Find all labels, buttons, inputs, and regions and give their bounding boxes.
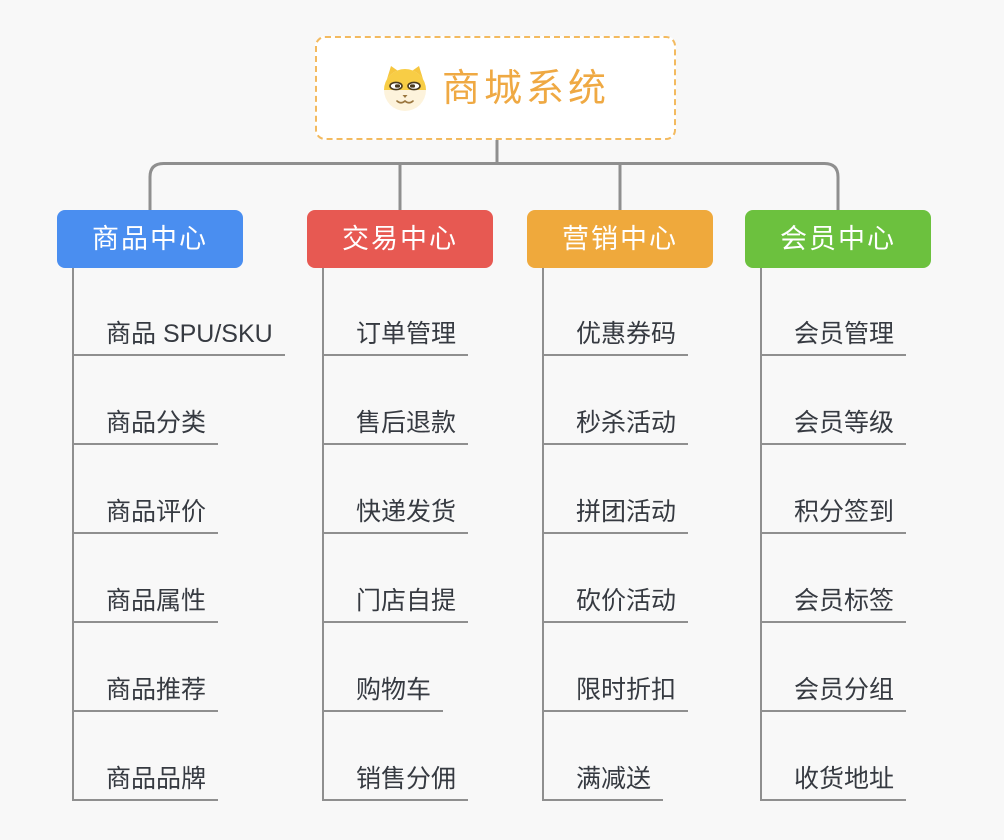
leaf-node[interactable]: 商品品牌 [72, 755, 219, 801]
branch-trunk-line [760, 268, 762, 801]
leaf-node[interactable]: 商品推荐 [72, 666, 219, 712]
leaf-node[interactable]: 售后退款 [322, 399, 469, 445]
leaf-label: 积分签到 [794, 498, 895, 526]
leaf-node[interactable]: 商品评价 [72, 488, 219, 534]
leaf-label: 会员分组 [794, 676, 895, 704]
leaf-node[interactable]: 满减送 [542, 755, 664, 801]
leaf-node[interactable]: 会员管理 [760, 310, 907, 356]
leaf-label: 拼团活动 [576, 498, 677, 526]
leaf-node[interactable]: 商品 SPU/SKU [72, 310, 285, 356]
leaf-node[interactable]: 拼团活动 [542, 488, 689, 534]
branch-label: 交易中心 [342, 223, 458, 254]
leaf-node[interactable]: 秒杀活动 [542, 399, 689, 445]
leaf-node[interactable]: 会员分组 [760, 666, 907, 712]
leaf-node[interactable]: 砍价活动 [542, 577, 689, 623]
leaf-label: 满减送 [576, 765, 652, 793]
branch-label: 商品中心 [92, 223, 208, 254]
branch-label: 会员中心 [780, 223, 896, 254]
leaf-node[interactable]: 优惠券码 [542, 310, 689, 356]
leaf-label: 会员管理 [794, 320, 895, 348]
leaf-node[interactable]: 限时折扣 [542, 666, 689, 712]
leaf-node[interactable]: 商品属性 [72, 577, 219, 623]
leaf-label: 限时折扣 [576, 676, 677, 704]
branch-header-1[interactable]: 交易中心 [307, 210, 493, 268]
leaf-node[interactable]: 会员标签 [760, 577, 907, 623]
root-title: 商城系统 [441, 68, 610, 110]
leaf-label: 商品推荐 [106, 676, 207, 704]
leaf-label: 收货地址 [794, 765, 895, 793]
root-node[interactable]: 商城系统 [315, 36, 676, 140]
leaf-node[interactable]: 订单管理 [322, 310, 469, 356]
leaf-label: 商品评价 [106, 498, 207, 526]
branch-trunk-line [322, 268, 324, 801]
leaf-label: 商品分类 [106, 409, 207, 437]
branch-trunk-line [72, 268, 74, 801]
leaf-label: 购物车 [356, 676, 432, 704]
leaf-node[interactable]: 快递发货 [322, 488, 469, 534]
leaf-label: 销售分佣 [356, 765, 457, 793]
leaf-node[interactable]: 商品分类 [72, 399, 219, 445]
branch-trunk-line [542, 268, 544, 801]
leaf-node[interactable]: 门店自提 [322, 577, 469, 623]
leaf-label: 秒杀活动 [576, 409, 677, 437]
branch-header-0[interactable]: 商品中心 [57, 210, 243, 268]
leaf-node[interactable]: 积分签到 [760, 488, 907, 534]
leaf-label: 商品品牌 [106, 765, 207, 793]
shiba-dog-icon [381, 64, 429, 112]
leaf-label: 订单管理 [356, 320, 457, 348]
leaf-node[interactable]: 会员等级 [760, 399, 907, 445]
branch-header-3[interactable]: 会员中心 [745, 210, 931, 268]
leaf-node[interactable]: 销售分佣 [322, 755, 469, 801]
leaf-label: 快递发货 [356, 498, 457, 526]
leaf-label: 会员等级 [794, 409, 895, 437]
branch-header-2[interactable]: 营销中心 [527, 210, 713, 268]
leaf-label: 砍价活动 [576, 587, 677, 615]
leaf-label: 售后退款 [356, 409, 457, 437]
leaf-label: 会员标签 [794, 587, 895, 615]
branch-label: 营销中心 [562, 223, 678, 254]
leaf-label: 门店自提 [356, 587, 457, 615]
leaf-label: 优惠券码 [576, 320, 677, 348]
leaf-node[interactable]: 购物车 [322, 666, 444, 712]
leaf-label: 商品 SPU/SKU [106, 320, 273, 348]
leaf-label: 商品属性 [106, 587, 207, 615]
leaf-node[interactable]: 收货地址 [760, 755, 907, 801]
